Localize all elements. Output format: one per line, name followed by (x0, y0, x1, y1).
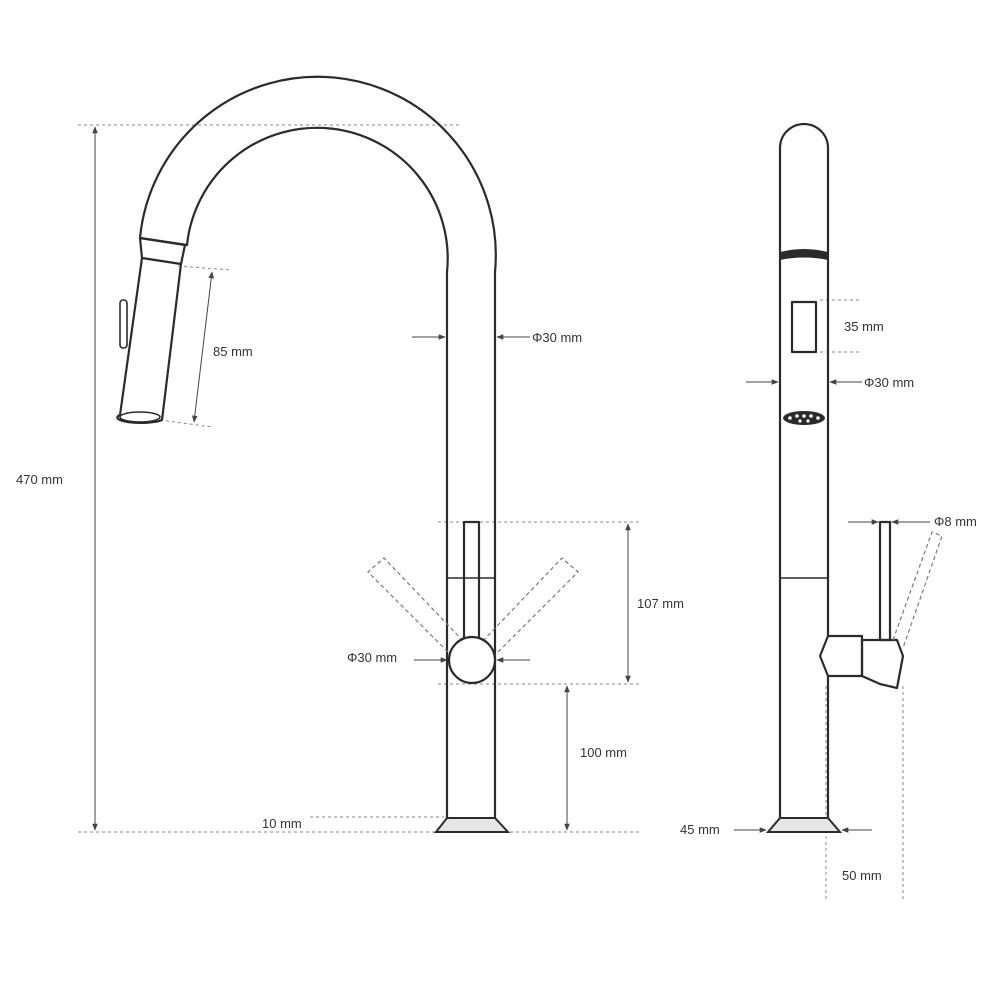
lever-diameter-label: Φ8 mm (934, 514, 977, 529)
sensor-window-label: 35 mm (844, 319, 884, 334)
spout-diameter-label: Φ30 mm (532, 330, 582, 345)
spray-bottom-extension-line (159, 419, 213, 428)
spray-face-holes (788, 414, 820, 423)
hub-diameter-label: Φ30 mm (347, 650, 397, 665)
side-diameter-label: Φ30 mm (864, 375, 914, 390)
spray-top-extension-line (177, 265, 233, 271)
side-spout-body (778, 122, 830, 822)
base-thickness-label: 10 mm (262, 816, 302, 831)
lever-travel-label: 107 mm (637, 596, 684, 611)
front-view: 470 mm 85 mm Φ30 mm 107 mm Φ30 mm 100 mm… (16, 75, 684, 833)
gooseneck-spout (138, 75, 497, 828)
spray-face (783, 411, 825, 425)
handle-hub (447, 635, 497, 685)
base-to-handle-label: 100 mm (580, 745, 627, 760)
sensor-window (790, 300, 818, 354)
handle-offset-label: 50 mm (842, 868, 882, 883)
overall-height-label: 470 mm (16, 472, 63, 487)
lever-ghost-left (367, 557, 469, 661)
spray-button (119, 299, 128, 349)
side-handle-body (818, 634, 864, 678)
spray-head-band (780, 249, 828, 260)
spray-length-label: 85 mm (213, 344, 253, 359)
spray-length-dimension (191, 271, 215, 423)
lever-ghost-right (477, 557, 579, 661)
side-lever-ghost (892, 531, 943, 649)
base-diameter-label: 45 mm (680, 822, 720, 837)
spray-nozzle (119, 411, 161, 423)
base-plate (433, 817, 511, 833)
lever-handle (462, 520, 481, 646)
side-lever-stick (878, 520, 892, 642)
side-base-plate (765, 817, 843, 833)
side-view: 35 mm Φ30 mm Φ8 mm 45 mm 50 mm (680, 122, 977, 900)
spray-head (138, 236, 187, 266)
side-handle-cap (860, 638, 905, 690)
spray-head-body (116, 256, 183, 424)
